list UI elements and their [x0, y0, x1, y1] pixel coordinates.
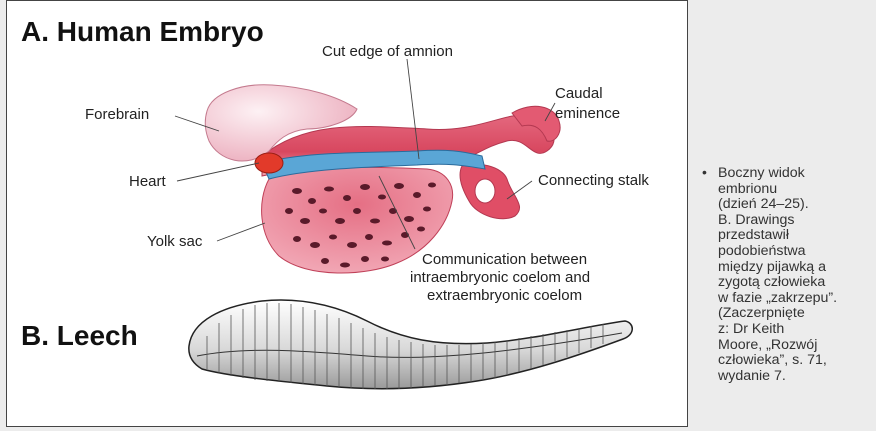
label-communication-3: extraembryonic coelom [427, 287, 582, 304]
caption-text: Boczny widok embrionu (dzień 24–25). B. … [718, 166, 868, 384]
label-yolk-sac: Yolk sac [147, 233, 203, 250]
label-caudal-2: eminence [555, 105, 620, 122]
label-connecting-stalk: Connecting stalk [538, 172, 649, 189]
label-heart: Heart [129, 173, 167, 190]
label-forebrain: Forebrain [85, 106, 149, 123]
label-cut-edge: Cut edge of amnion [322, 43, 453, 60]
label-communication-1: Communication between [422, 251, 587, 268]
label-caudal-1: Caudal [555, 85, 603, 102]
caption-panel: • Boczny widok embrionu (dzień 24–25). B… [688, 0, 876, 431]
caption-bullet: • [702, 165, 707, 179]
embryo-leech-illustration: A. Human Embryo B. Leech [7, 1, 689, 428]
figure-panel: A. Human Embryo B. Leech [6, 0, 688, 427]
leech-drawing [189, 300, 632, 389]
label-communication-2: intraembryonic coelom and [410, 269, 590, 286]
section-b-title: B. Leech [21, 320, 138, 351]
embryo-drawing [205, 85, 560, 273]
section-a-title: A. Human Embryo [21, 16, 264, 47]
